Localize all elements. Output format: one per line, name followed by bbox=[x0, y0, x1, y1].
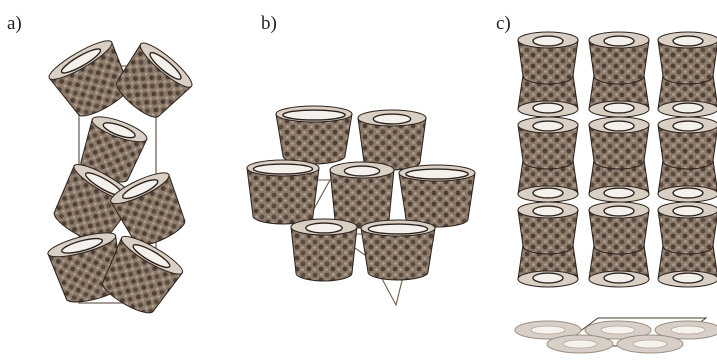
molecule-c-6-upper bbox=[658, 117, 717, 169]
molecule-b-4 bbox=[330, 162, 394, 228]
molecule-b-3 bbox=[247, 160, 319, 224]
molecule-c-7-upper bbox=[518, 202, 578, 254]
flat-ring-hole-3 bbox=[671, 326, 705, 334]
flat-ring-hole-4 bbox=[563, 340, 597, 348]
molecule-b-7 bbox=[361, 220, 435, 280]
panel-c-bottom-layer bbox=[515, 321, 717, 353]
panel-b-molecules bbox=[247, 106, 475, 281]
molecule-b-1 bbox=[276, 106, 352, 164]
flat-ring-hole-1 bbox=[531, 326, 565, 334]
panel-a-molecules bbox=[45, 35, 196, 321]
flat-ring-hole-2 bbox=[601, 326, 635, 334]
molecule-c-8-upper bbox=[589, 202, 649, 254]
molecule-c-5-upper bbox=[589, 117, 649, 169]
molecule-b-2 bbox=[358, 110, 426, 170]
panel-c-molecules bbox=[518, 32, 717, 287]
molecule-c-4-upper bbox=[518, 117, 578, 169]
molecule-b-6 bbox=[291, 219, 357, 281]
molecule-c-3-upper bbox=[658, 32, 717, 84]
molecule-c-1-upper bbox=[518, 32, 578, 84]
molecule-b-5 bbox=[399, 165, 475, 227]
molecule-a-2 bbox=[107, 38, 196, 126]
molecule-c-2-upper bbox=[589, 32, 649, 84]
flat-ring-hole-5 bbox=[633, 340, 667, 348]
molecule-c-9-upper bbox=[658, 202, 717, 254]
